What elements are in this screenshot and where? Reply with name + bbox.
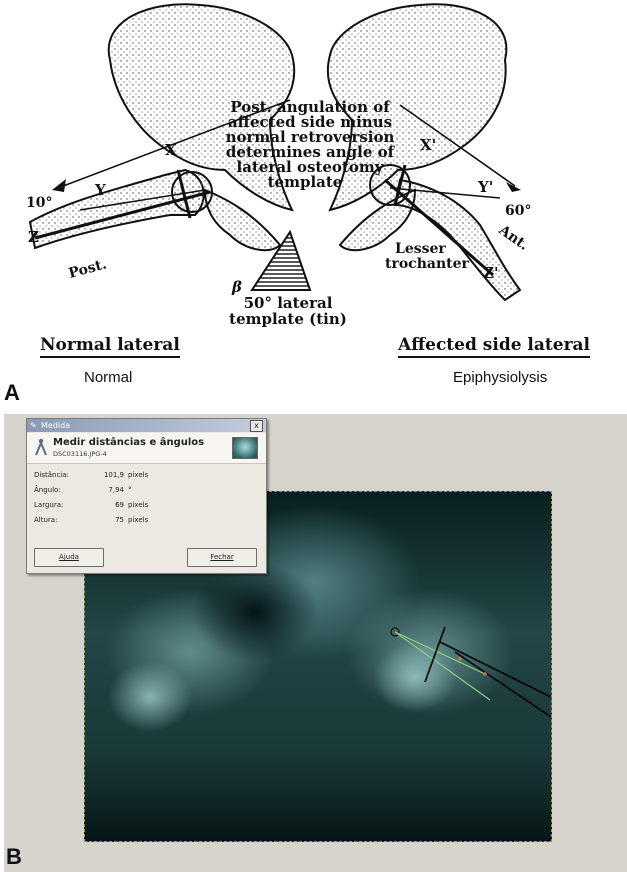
normal-subtitle: Normal [84, 369, 132, 386]
distance-value: 101,9 [84, 470, 124, 480]
dialog-close-button[interactable]: x [250, 420, 263, 432]
close-button-label: Fechar [210, 553, 233, 561]
dialog-filename: DSC03116.JPG-4 [53, 450, 107, 458]
panel-a-drawing: Post. angulation of affected side minus … [0, 0, 627, 400]
measure-point-1 [458, 657, 462, 661]
angle-value: 7,94 [84, 485, 124, 495]
label-x: X [165, 141, 177, 159]
dialog-titlebar[interactable]: ✎ Medida x [27, 419, 266, 432]
left-arrowhead [52, 179, 66, 192]
angle-unit: ° [128, 485, 168, 495]
measure-dialog[interactable]: ✎ Medida x Medir distâncias e ângulos DS… [26, 418, 267, 574]
height-unit: pixels [128, 515, 168, 525]
affected-lateral-title: Affected side lateral [398, 335, 590, 358]
panel-b-screenshot: ✎ Medida x Medir distâncias e ângulos DS… [4, 414, 627, 872]
right-femur [395, 180, 520, 300]
label-beta: β [231, 278, 242, 296]
label-z: Z [28, 228, 39, 246]
width-value: 69 [84, 500, 124, 510]
panel-b-letter: B [6, 844, 22, 870]
label-lesser-2: trochanter [385, 256, 470, 272]
close-button[interactable]: Fechar [187, 548, 257, 567]
normal-lateral-title: Normal lateral [40, 335, 180, 358]
label-z-prime: Z' [483, 264, 499, 282]
femoral-axis-line-1 [440, 642, 551, 697]
help-button[interactable]: Ajuda [34, 548, 104, 567]
label-angle-right: 60° [505, 203, 531, 219]
image-thumbnail [232, 437, 258, 459]
label-y-prime: Y' [477, 178, 493, 196]
height-value: 75 [84, 515, 124, 525]
label-template-2: template (tin) [229, 310, 347, 328]
label-y: Y [94, 181, 106, 199]
femoral-axis-line-2 [455, 652, 551, 717]
measure-tool-icon [34, 438, 48, 456]
dialog-heading: Medir distâncias e ângulos [53, 437, 204, 448]
epiphysiolysis-subtitle: Epiphysiolysis [453, 369, 547, 386]
measure-green-line [395, 632, 485, 674]
right-arrowhead [506, 182, 521, 192]
dialog-header: Medir distâncias e ângulos DSC03116.JPG-… [27, 433, 266, 464]
label-x-prime: X' [420, 136, 436, 154]
dialog-window-title: Medida [41, 420, 70, 431]
label-post: Post. [67, 256, 109, 281]
label-angle-left: 10° [26, 195, 52, 211]
label-lesser-1: Lesser [395, 241, 446, 257]
compass-icon: ✎ [30, 421, 39, 430]
distance-unit: pixels [128, 470, 168, 480]
label-ant: Ant. [495, 222, 532, 254]
width-unit: pixels [128, 500, 168, 510]
panel-a-letter: A [4, 380, 20, 406]
measure-point-2 [483, 672, 487, 676]
help-button-label: Ajuda [59, 553, 79, 561]
annotation-line-6: template [268, 173, 343, 191]
